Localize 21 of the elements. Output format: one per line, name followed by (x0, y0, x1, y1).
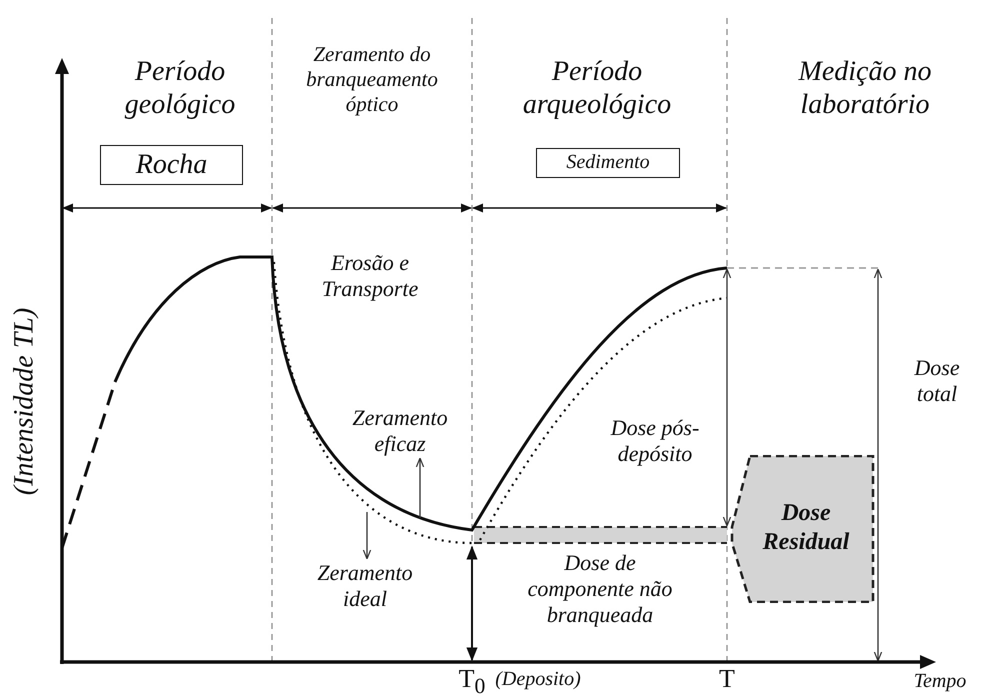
axis-title: Tempo (912, 670, 968, 694)
stage-label: Erosão e Transporte (320, 250, 420, 302)
dose-label: Dose total (913, 355, 961, 407)
label-box: Rocha (100, 145, 243, 185)
dose-label: Dose pós-depósito (610, 415, 700, 467)
period-heading: Medição no laboratório (797, 55, 932, 122)
period-heading: Período arqueológico (522, 55, 672, 122)
period-heading: Zeramento do branqueamento óptico (305, 42, 439, 116)
tick-label: T (718, 664, 736, 695)
callout-text: Zeramento eficaz (330, 405, 470, 457)
period-heading: Período geológico (124, 55, 236, 122)
shape-label: Dose Residual (762, 499, 850, 557)
leader-arrow (362, 512, 372, 560)
dose-label: Dose de componente não branqueada (526, 550, 674, 628)
tick-label: (Deposito) (494, 668, 582, 692)
tick-label: T$_{0}$ (458, 664, 486, 700)
callout-text: Zeramento ideal (295, 560, 435, 612)
leader-arrow (416, 457, 424, 518)
residual-dose-shape (730, 455, 876, 603)
axis-title: (Intensidade TL) (7, 306, 40, 498)
label-box: Sedimento (536, 148, 680, 178)
